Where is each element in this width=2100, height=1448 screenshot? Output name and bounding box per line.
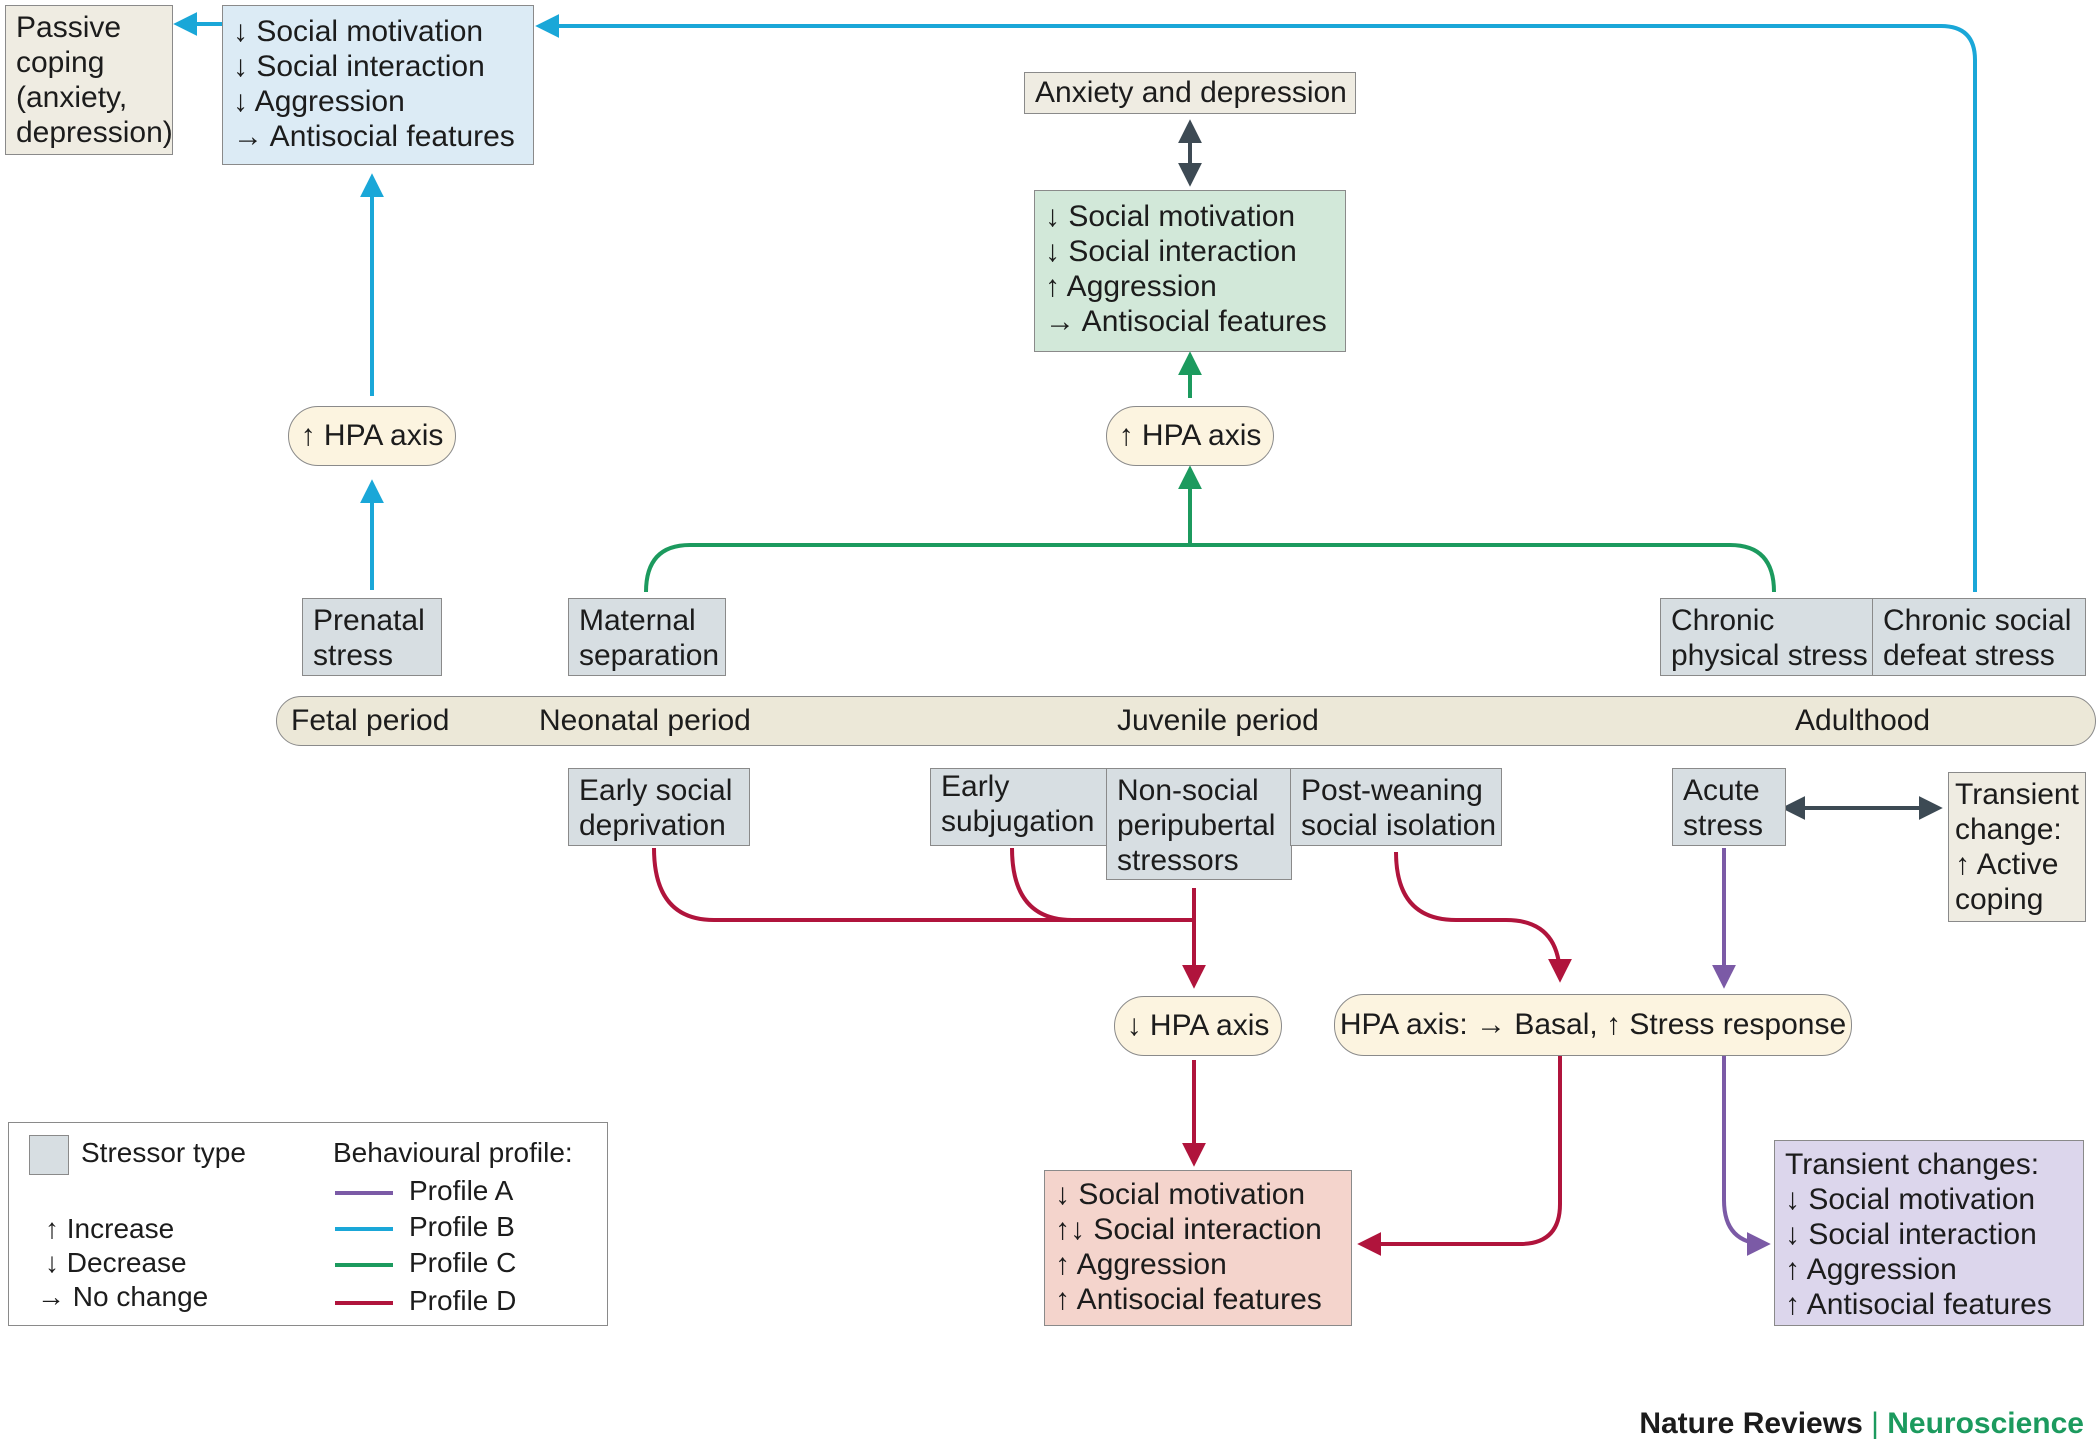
non-social-peripubertal-stressors-box: Non-social peripubertal stressors	[1106, 768, 1292, 880]
early-subjugation-box: Early subjugation	[930, 768, 1108, 846]
hpa-axis-decrease-d: ↓ HPA axis	[1114, 996, 1282, 1056]
profile-a-path	[1712, 848, 1771, 1256]
legend-stressor-swatch	[29, 1135, 69, 1175]
chronic-social-defeat-stress-box: Chronic social defeat stress	[1872, 598, 2086, 676]
legend-profile-a: Profile A	[409, 1175, 514, 1206]
anxiety-depression-box: Anxiety and depression	[1024, 72, 1356, 114]
legend-stressor-type: Stressor type	[81, 1137, 246, 1168]
legend-profile-c-swatch	[335, 1263, 393, 1267]
chronic-physical-stress-box: Chronic physical stress	[1660, 598, 1874, 676]
legend: Stressor type ↑ Increase ↓ Decrease → No…	[8, 1122, 608, 1326]
profile-a-outcome-box: Transient changes: ↓ Social motivation ↓…	[1774, 1140, 2084, 1326]
profile-d-outcome-box: ↓ Social motivation ↑↓ Social interactio…	[1044, 1170, 1352, 1326]
legend-no-change: → No change	[37, 1281, 209, 1312]
developmental-timeline: Fetal period Neonatal period Juvenile pe…	[276, 696, 2096, 746]
legend-profile-a-swatch	[335, 1191, 393, 1195]
hpa-axis-basal-stress-response: HPA axis: → Basal, ↑ Stress response	[1334, 994, 1852, 1056]
passive-coping-box: Passive coping (anxiety, depression)	[5, 5, 173, 155]
legend-profile-d-swatch	[335, 1301, 393, 1305]
legend-profile-c: Profile C	[409, 1247, 517, 1278]
legend-behavioural-profile: Behavioural profile:	[333, 1137, 573, 1168]
timeline-fetal-period: Fetal period	[291, 704, 450, 737]
acute-stress-box: Acute stress	[1672, 768, 1786, 846]
hpa-axis-increase-b: ↑ HPA axis	[288, 406, 456, 466]
prenatal-stress-box: Prenatal stress	[302, 598, 442, 676]
legend-profile-b: Profile B	[409, 1211, 515, 1242]
legend-profile-b-swatch	[335, 1227, 393, 1231]
timeline-neonatal-period: Neonatal period	[539, 704, 751, 737]
credit-journal: Nature Reviews	[1639, 1407, 1863, 1440]
profile-c-path	[644, 351, 1776, 593]
profile-c-outcome-box: ↓ Social motivation ↓ Social interaction…	[1034, 190, 1346, 352]
early-social-deprivation-box: Early social deprivation	[568, 768, 750, 846]
profile-d-path	[652, 847, 1572, 1256]
credit-separator: |	[1862, 1407, 1888, 1440]
legend-decrease: ↓ Decrease	[45, 1247, 187, 1278]
journal-credit: Nature Reviews | Neuroscience	[1639, 1407, 2084, 1441]
neutral-arrows	[1178, 119, 1943, 820]
profile-b-outcome-box: ↓ Social motivation ↓ Social interaction…	[222, 5, 534, 165]
timeline-juvenile-period: Juvenile period	[1117, 704, 1319, 737]
credit-section: Neuroscience	[1887, 1407, 2084, 1440]
post-weaning-social-isolation-box: Post-weaning social isolation	[1290, 768, 1502, 846]
transient-active-coping-box: Transient change: ↑ Active coping	[1948, 772, 2086, 922]
legend-profile-d: Profile D	[409, 1285, 517, 1316]
timeline-adulthood: Adulthood	[1795, 704, 1931, 737]
legend-increase: ↑ Increase	[45, 1213, 175, 1244]
maternal-separation-box: Maternal separation	[568, 598, 726, 676]
hpa-axis-increase-c: ↑ HPA axis	[1106, 406, 1274, 466]
profile-b-path	[173, 12, 1977, 592]
